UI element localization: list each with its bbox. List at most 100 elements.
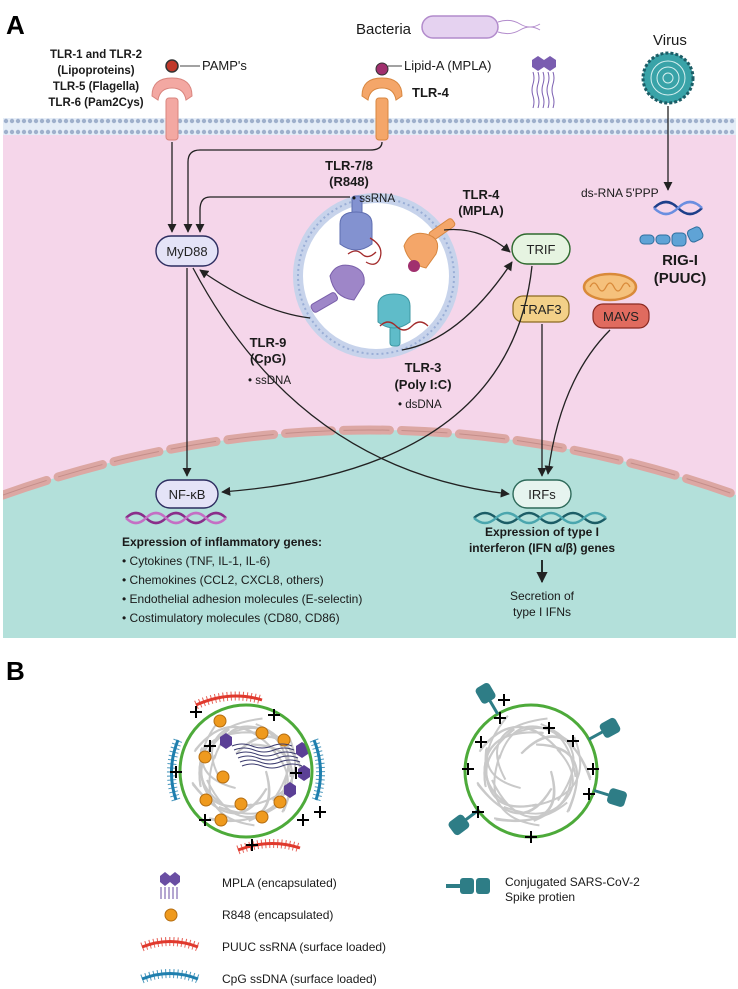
lipid-head — [273, 129, 279, 135]
tlr3-ligand: • dsDNA — [398, 399, 442, 411]
irf-dna-icon — [473, 511, 607, 525]
lipid-head — [717, 129, 723, 135]
arrow-tlr4-trif — [443, 228, 511, 253]
lipid-head — [21, 118, 27, 124]
lipid-head — [57, 118, 63, 124]
tlr-surface-label-block: TLR-1 and TLR-2 (Lipoproteins) TLR-5 (Fl… — [48, 49, 143, 109]
dsrna-label: ds-RNA 5'PPP — [581, 186, 659, 200]
lipid-head — [27, 118, 33, 124]
tlr9-label: TLR-9 — [250, 335, 287, 350]
puuc-strand — [195, 694, 263, 707]
lipid-head — [627, 118, 633, 124]
r848-bead — [234, 797, 248, 811]
nanoparticle-loaded — [167, 691, 326, 855]
rig-i-label: RIG-I — [662, 252, 698, 269]
lipid-head — [123, 118, 129, 124]
lipid-head — [573, 118, 579, 124]
lipid-head — [87, 118, 93, 124]
lipid-head — [201, 129, 207, 135]
lipid-head — [369, 129, 375, 135]
lipid-head — [681, 118, 687, 124]
lipid-head — [291, 118, 297, 124]
lipid-head — [201, 118, 207, 124]
r848-bead — [198, 750, 212, 764]
tlr4-endo-ligand-name: (MPLA) — [458, 203, 504, 218]
lipid-head — [615, 118, 621, 124]
lipid-head — [501, 118, 507, 124]
lipid-head — [531, 118, 537, 124]
lipid-head — [387, 118, 393, 124]
lipid-head — [153, 118, 159, 124]
virus-label: Virus — [653, 32, 687, 49]
lipid-head — [591, 129, 597, 135]
lipid-head — [435, 118, 441, 124]
lipid-head — [285, 129, 291, 135]
lipid-head — [255, 118, 261, 124]
lipid-head — [399, 118, 405, 124]
plasma-membrane — [3, 118, 736, 135]
lipid-head — [453, 129, 459, 135]
lipid-head — [63, 129, 69, 135]
lipid-head — [723, 129, 729, 135]
particle-cargo — [198, 714, 310, 827]
lipid-head — [543, 129, 549, 135]
polymer-mesh-2 — [476, 714, 592, 827]
polymer-strand — [236, 735, 307, 781]
spike-head — [599, 717, 621, 738]
inflammatory-item-4: • Costimulatory molecules (CD80, CD86) — [122, 611, 340, 625]
lipid-head — [99, 129, 105, 135]
tlr12-line1: TLR-1 and TLR-2 — [50, 49, 142, 61]
arrow-tlr3-trif — [401, 261, 513, 351]
lipid-head — [369, 118, 375, 124]
polymer-strand — [476, 781, 552, 814]
tlr78-ligand: • ssRNA — [352, 193, 395, 205]
lipid-head — [411, 118, 417, 124]
lipid-head — [537, 118, 543, 124]
particle-spike-proteins — [448, 682, 627, 843]
lipid-head — [693, 118, 699, 124]
lipid-head — [513, 118, 519, 124]
tlr6-line: TLR-6 (Pam2Cys) — [48, 97, 143, 109]
lipid-head — [447, 129, 453, 135]
lipid-head — [537, 129, 543, 135]
lipid-head — [225, 129, 231, 135]
mpla-headgroup — [296, 742, 308, 758]
lipid-head — [639, 118, 645, 124]
lipid-head — [633, 129, 639, 135]
polymer-strand — [540, 723, 575, 802]
lipid-head — [33, 129, 39, 135]
lipid-head — [687, 129, 693, 135]
lipid-head — [471, 129, 477, 135]
lipid-head — [183, 118, 189, 124]
lipid-head — [231, 118, 237, 124]
lipid-head — [633, 118, 639, 124]
lipid-head — [393, 129, 399, 135]
polymer-strand — [483, 731, 544, 786]
node-myd88: MyD88 — [155, 235, 219, 267]
mavs-label: MAVS — [603, 309, 639, 324]
lipid-head — [327, 129, 333, 135]
tlr4-surface-label: TLR-4 — [412, 85, 450, 100]
lipid-head — [15, 129, 21, 135]
lipid-head — [447, 118, 453, 124]
lipid-head — [87, 129, 93, 135]
lipid-head — [27, 129, 33, 135]
lipid-head — [261, 118, 267, 124]
node-irfs: IRFs — [512, 479, 572, 509]
lipid-head — [189, 118, 195, 124]
lipid-head — [81, 118, 87, 124]
lipid-head — [729, 129, 735, 135]
lipid-head — [597, 129, 603, 135]
lipid-head — [315, 118, 321, 124]
lipid-head — [477, 129, 483, 135]
panel-b-letter: B — [6, 656, 25, 686]
lipid-head — [621, 118, 627, 124]
lipid-head — [435, 129, 441, 135]
lipid-head — [135, 118, 141, 124]
lipid-head — [39, 129, 45, 135]
lipid-head — [663, 129, 669, 135]
lipid-head — [177, 118, 183, 124]
lipid-head — [513, 129, 519, 135]
lipid-head — [51, 129, 57, 135]
lipid-head — [363, 118, 369, 124]
